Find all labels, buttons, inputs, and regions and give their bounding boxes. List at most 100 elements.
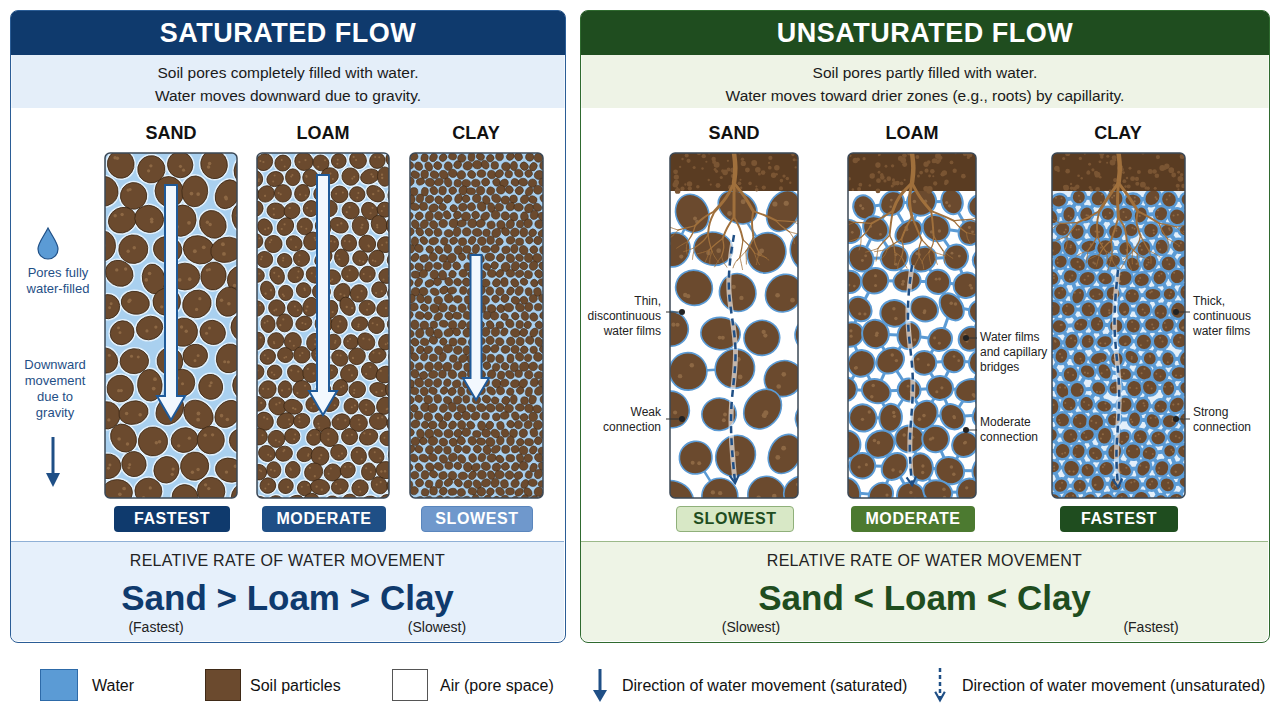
grain-speck	[874, 284, 877, 287]
soil-grain	[136, 425, 170, 458]
grain-speck	[358, 419, 360, 421]
grain-speck	[365, 404, 367, 406]
soil-grain	[538, 480, 543, 487]
grain-speck	[233, 284, 236, 287]
soil-grain	[864, 478, 898, 498]
soil-grain	[506, 269, 516, 277]
column-ground	[410, 153, 543, 498]
soil-grain	[514, 351, 526, 363]
soil-grain	[438, 219, 448, 228]
grain-speck	[264, 195, 266, 197]
grain-speck	[332, 178, 334, 180]
soil-grain	[793, 315, 798, 354]
soil-grain	[439, 385, 450, 396]
grain-speck	[304, 323, 306, 325]
soil-grain	[367, 315, 386, 334]
grain-speck	[307, 368, 309, 370]
soil-grain	[500, 361, 510, 371]
topsoil-speck	[774, 165, 780, 171]
soil-grain	[497, 370, 506, 380]
soil-grain	[670, 307, 693, 351]
soil-grain	[448, 153, 457, 161]
soil-grain	[499, 327, 509, 337]
soil-grain	[848, 215, 865, 247]
soil-grain	[368, 474, 389, 497]
soil-grain	[198, 260, 228, 292]
grain-speck	[285, 356, 287, 358]
root	[715, 256, 722, 267]
soil-grain	[500, 345, 510, 354]
grain-speck	[190, 192, 194, 196]
grain-speck	[372, 176, 374, 178]
grain-speck	[369, 275, 371, 277]
grain-speck	[108, 354, 111, 357]
soil-grain	[446, 386, 457, 397]
grain-speck	[366, 309, 368, 311]
topsoil-speck	[780, 179, 784, 183]
grain-speck	[305, 228, 307, 230]
soil-grain	[425, 178, 436, 188]
soil-grain	[452, 411, 463, 422]
grain-speck	[369, 433, 371, 435]
grain-speck	[259, 469, 261, 471]
soil-grain	[413, 243, 425, 254]
soil-grain	[462, 160, 474, 171]
soil-grain	[410, 320, 419, 330]
grain-speck	[313, 403, 315, 405]
soil-grain	[475, 402, 487, 413]
column-outline	[105, 153, 237, 498]
soil-grain	[922, 425, 950, 453]
root	[746, 236, 754, 252]
soil-grain	[266, 461, 281, 478]
grain-speck	[281, 159, 283, 161]
grain-speck	[340, 386, 342, 388]
soil-grain	[848, 475, 864, 498]
grain-speck	[304, 385, 306, 387]
soil-grain	[487, 269, 497, 279]
soil-grain	[419, 352, 428, 362]
grain-speck	[339, 320, 341, 322]
soil-grain	[196, 425, 225, 455]
grain-speck	[197, 412, 201, 416]
soil-grain	[192, 472, 231, 498]
grain-speck	[776, 384, 781, 389]
grain-speck	[220, 414, 224, 418]
grain-speck	[204, 434, 207, 437]
soil-grain	[463, 245, 472, 253]
grain-speck	[348, 369, 350, 371]
soil-grain	[740, 226, 793, 280]
soil-grain	[859, 375, 894, 407]
grain-speck	[370, 471, 372, 473]
soil-grain	[430, 486, 438, 495]
grain-speck	[182, 169, 185, 172]
soil-grain	[433, 227, 443, 237]
soil-grain	[458, 202, 469, 212]
soil-grain	[513, 420, 523, 430]
soil-grain	[462, 395, 470, 404]
grain-speck	[269, 241, 271, 243]
topsoil-speck	[687, 181, 692, 186]
soil-grain	[339, 491, 361, 498]
soil-grain	[418, 235, 429, 246]
soil-grain	[941, 241, 971, 272]
soil-grain	[410, 328, 415, 339]
grain-speck	[210, 381, 213, 384]
soil-grain	[292, 182, 312, 203]
soil-grain	[533, 268, 543, 279]
soil-grain	[514, 185, 525, 196]
grain-speck	[361, 224, 363, 226]
soil-grain	[461, 194, 471, 204]
grain-speck	[306, 207, 308, 209]
soil-grain	[907, 292, 942, 325]
grain-speck	[727, 211, 732, 216]
grain-speck	[344, 240, 346, 242]
grain-speck	[195, 308, 198, 311]
soil-grain	[505, 487, 514, 495]
soil-grain	[872, 343, 909, 379]
grain-speck	[311, 272, 313, 274]
soil-grain	[448, 185, 458, 195]
soil-grain	[420, 470, 429, 480]
grain-speck	[775, 455, 780, 460]
grain-speck	[348, 240, 350, 242]
